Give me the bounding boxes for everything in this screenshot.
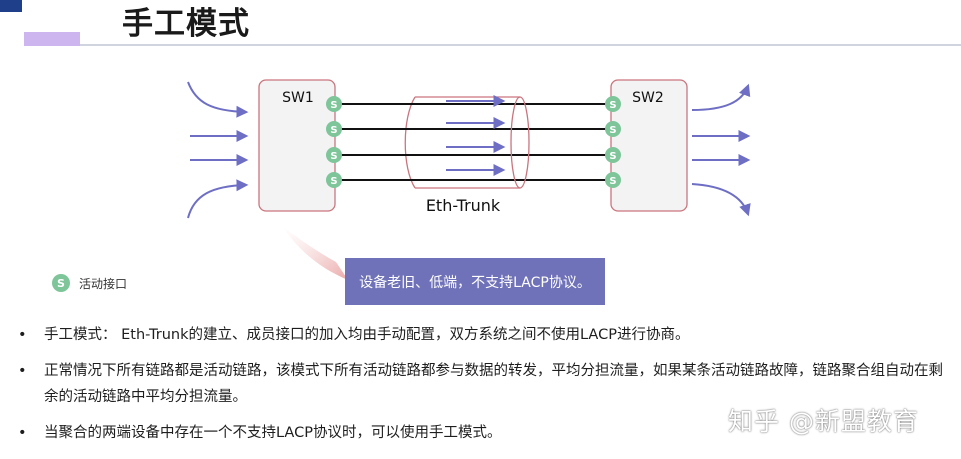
switch-sw1 <box>258 79 336 212</box>
sw1-port-2 <box>326 121 342 137</box>
sw2-ports: S S S S <box>605 96 621 188</box>
sw2-port-1-badge: S <box>609 100 616 111</box>
sw2-port-3-badge: S <box>609 151 616 162</box>
corner-block-blue <box>0 0 22 12</box>
bullet-dot: • <box>18 425 27 441</box>
egress-arrow-4 <box>691 183 751 217</box>
title-divider <box>80 44 961 46</box>
list-item: • 手工模式： Eth-Trunk的建立、成员接口的加入均由手动配置，双方系统之… <box>18 322 948 348</box>
trunk-links <box>335 103 611 181</box>
bullet-list: • 手工模式： Eth-Trunk的建立、成员接口的加入均由手动配置，双方系统之… <box>18 322 948 456</box>
bullet-dot: • <box>18 327 27 343</box>
sw2-port-2 <box>605 121 621 137</box>
bullet-text: 手工模式： Eth-Trunk的建立、成员接口的加入均由手动配置，双方系统之间不… <box>44 327 690 343</box>
sw1-port-4-badge: S <box>330 176 337 187</box>
callout-box: 设备老旧、低端，不支持LACP协议。 <box>345 258 605 305</box>
switch-sw1-label: SW1 <box>282 90 314 106</box>
sw1-port-1-badge: S <box>330 100 337 111</box>
sw1-port-1 <box>326 96 342 112</box>
egress-arrow-1 <box>691 83 751 111</box>
bullet-dot: • <box>18 363 27 379</box>
bullet-text: 正常情况下所有链路都是活动链路，该模式下所有活动链路都参与数据的转发，平均分担流… <box>44 363 943 405</box>
corner-block-purple <box>24 32 80 46</box>
bullet-text: 当聚合的两端设备中存在一个不支持LACP协议时，可以使用手工模式。 <box>44 425 502 441</box>
legend-port-icon: S <box>52 274 70 292</box>
trunk-label: Eth-Trunk <box>426 196 501 215</box>
trunk-pipe-left-end <box>404 96 416 189</box>
ingress-arrow-1 <box>187 81 249 118</box>
sw2-port-3 <box>605 147 621 163</box>
sw1-port-2-badge: S <box>330 125 337 136</box>
sw1-port-3 <box>326 147 342 163</box>
trunk-flow-arrows <box>446 95 506 176</box>
sw1-ports: S S S S <box>326 96 342 188</box>
eth-trunk-diagram: SW1 SW2 S S S S S S S S <box>187 79 751 280</box>
legend-label: 活动接口 <box>79 276 128 291</box>
trunk-pipe-right-end <box>510 96 530 189</box>
legend: S 活动接口 <box>52 274 127 292</box>
sw1-port-4 <box>326 172 342 188</box>
list-item: • 当聚合的两端设备中存在一个不支持LACP协议时，可以使用手工模式。 <box>18 420 948 446</box>
switch-sw2-label: SW2 <box>632 90 664 106</box>
sw2-port-4-badge: S <box>609 176 616 187</box>
switch-sw2 <box>610 79 688 212</box>
page-title: 手工模式 <box>122 6 250 42</box>
watermark: 知乎 @新盟教育 <box>728 407 919 436</box>
list-item: • 正常情况下所有链路都是活动链路，该模式下所有活动链路都参与数据的转发，平均分… <box>18 358 948 410</box>
sw2-port-4 <box>605 172 621 188</box>
sw2-port-2-badge: S <box>609 125 616 136</box>
callout-pointer <box>282 226 348 280</box>
sw2-port-1 <box>605 96 621 112</box>
ingress-arrow-4 <box>187 179 249 219</box>
sw1-port-3-badge: S <box>330 151 337 162</box>
